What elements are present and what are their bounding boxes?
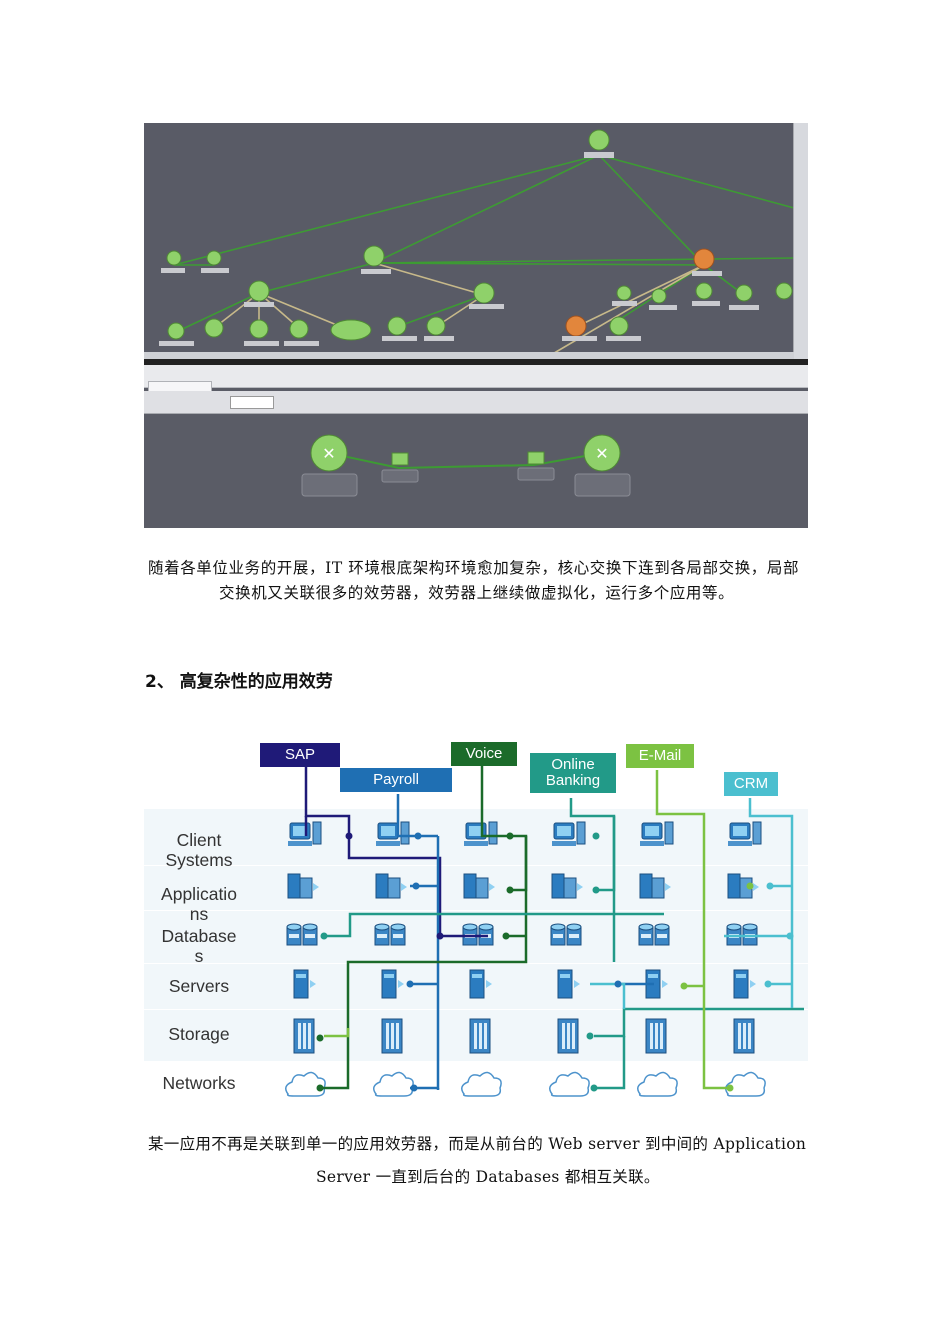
app-server-icon (639, 873, 671, 899)
storage-array-icon (733, 1018, 755, 1054)
app-server-icon (463, 873, 495, 899)
detail-toolbar (144, 391, 808, 414)
row-label-servers: Servers (168, 976, 230, 996)
cloud-network-icon (725, 1071, 766, 1097)
cloud-network-icon (461, 1071, 502, 1097)
app-label-payroll: Payroll (340, 768, 452, 792)
database-icon (726, 923, 758, 946)
storage-array-icon (293, 1018, 315, 1054)
storage-array-icon (469, 1018, 491, 1054)
server-icon (293, 969, 316, 999)
topology-canvas (144, 123, 808, 359)
network-topology-screenshot: ✕ ✕ (144, 123, 808, 528)
device-icons (285, 821, 766, 1097)
storage-array-icon (557, 1018, 579, 1054)
app-server-icon (727, 873, 759, 899)
app-server-icon (287, 873, 319, 899)
desktop-computer-icon (728, 821, 762, 846)
component-detail-drawing: ✕ ✕ (301, 434, 631, 497)
cloud-network-icon (549, 1071, 590, 1097)
paragraph1-line2: 交换机又关联很多的效劳器，效劳器上继续做虚拟化，运行多个应用等。 (219, 584, 735, 602)
desktop-computer-icon (288, 821, 322, 846)
component-detail-header (144, 365, 808, 388)
server-icon (381, 969, 404, 999)
cloud-network-icon (373, 1071, 414, 1097)
cloud-network-icon (285, 1071, 326, 1097)
cloud-network-icon (637, 1071, 678, 1097)
vertical-scrollbar[interactable] (793, 123, 808, 359)
server-icon (733, 969, 756, 999)
app-label-crm: CRM (724, 772, 778, 796)
row-label-storage: Storage (168, 1024, 230, 1044)
paragraph2-line2: Server 一直到后台的 Databases 都相互关联。 (316, 1168, 660, 1186)
paragraph1-line1: 随着各单位业务的开展，IT 环境根底架构环境愈加复杂，核心交换下连到各局部交换，… (148, 559, 800, 577)
app-label-sap: SAP (260, 743, 340, 767)
app-server-icon (551, 873, 583, 899)
storage-array-icon (645, 1018, 667, 1054)
section-heading: 2、 高复杂性的应用效劳 (145, 672, 333, 692)
component-detail-canvas (144, 414, 808, 528)
connection-lines (285, 762, 804, 1097)
database-icon (638, 923, 670, 946)
svg-text:✕: ✕ (595, 444, 608, 463)
panel-divider (144, 359, 808, 365)
row-label-networks: Networks (162, 1073, 236, 1093)
database-icon (462, 923, 494, 946)
database-icon (374, 923, 406, 946)
database-icon (286, 923, 318, 946)
server-icon (557, 969, 580, 999)
desktop-computer-icon (640, 821, 674, 846)
desktop-computer-icon (552, 821, 586, 846)
topology-drawing (159, 129, 795, 360)
zoom-select[interactable] (230, 396, 274, 409)
server-icon (469, 969, 492, 999)
desktop-computer-icon (464, 821, 498, 846)
app-label-voice: Voice (451, 742, 517, 766)
paragraph2-line1: 某一应用不再是关联到单一的应用效劳器，而是从前台的 Web server 到中间… (148, 1135, 807, 1153)
svg-text:✕: ✕ (322, 444, 335, 463)
storage-array-icon (381, 1018, 403, 1054)
desktop-computer-icon (376, 821, 410, 846)
app-label-email: E-Mail (626, 744, 694, 768)
app-server-icon (375, 873, 407, 899)
horizontal-scrollbar[interactable] (144, 352, 794, 359)
database-icon (550, 923, 582, 946)
